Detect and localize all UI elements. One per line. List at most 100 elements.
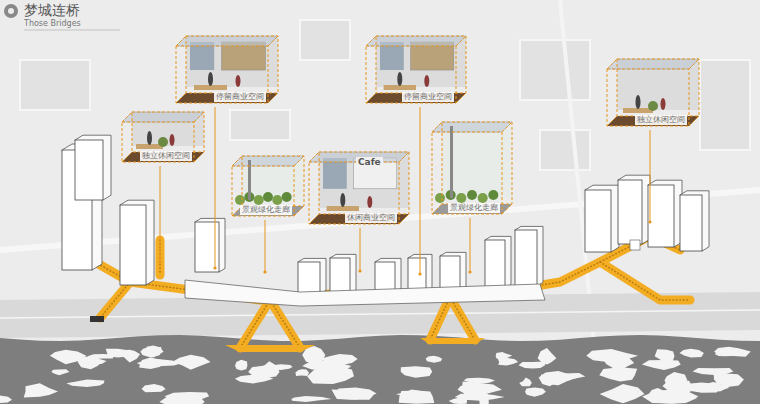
ice-patch [662,381,691,394]
frame-edge [232,156,304,216]
leader-line [420,107,421,274]
ice-patch [51,369,69,375]
glass-roof [122,112,204,122]
map-block [230,110,290,140]
planting [254,195,264,205]
building [485,240,505,288]
leader-dot [358,269,361,272]
kiosk [630,240,640,250]
sign-text: Cafe [356,157,383,167]
vignette-box: 景观绿化走廊 [428,118,516,218]
logo-icon [4,4,18,18]
leader-dot [213,266,216,269]
ice-patch [642,360,681,370]
river [0,335,760,404]
planting [488,190,498,200]
planting [282,192,292,202]
ice-patch [599,367,637,381]
space-label: 景观绿化走廊 [448,203,500,213]
leader-dot [158,260,161,263]
person [208,72,213,86]
bridge-walkway [430,297,450,340]
leader-dot [648,220,651,223]
vignette-box: 独立休闲空间 [118,108,208,166]
ice-patch [50,350,86,365]
ice-patch [24,383,58,397]
space-label: 独立休闲空间 [635,115,687,125]
frame-edge [309,152,409,224]
bridge-walkway [240,300,270,348]
ice-patch [146,346,163,358]
frame-front [122,122,194,162]
stair-landing [225,345,315,352]
space-label: 景观绿化走廊 [240,205,292,215]
vignette-box: 停留商业空间 [362,32,470,107]
building [75,135,111,200]
leader-dot [418,272,421,275]
frame-front [607,69,689,126]
space-label: 停留商业空间 [402,92,454,102]
floor [366,93,466,103]
ice-patch [399,390,435,403]
ice-patch [142,384,166,392]
ice-patch [704,382,721,391]
planting [648,101,658,111]
map-block [520,40,590,100]
person [661,98,666,110]
building [330,254,356,294]
person [340,193,345,207]
glass-roof [232,156,304,166]
ice-patch [600,384,645,403]
glass-roof [176,36,278,46]
floor [432,204,512,214]
leader-line [215,107,216,268]
space-label: 休闲商业空间 [345,213,397,223]
frame-edge [122,112,204,162]
ice-patch [680,349,704,358]
floor [309,214,409,224]
planting [456,193,466,203]
ice-patch [649,388,667,400]
building [515,230,537,286]
space-label: 独立休闲空间 [140,151,192,161]
leader-line [360,228,361,271]
bridge-texture [240,300,270,348]
frame-front [232,166,294,216]
frame-edge [176,36,278,103]
ice-patch [172,355,210,370]
leader-dot [263,270,266,273]
bridge-walkway [270,300,300,348]
person [397,72,402,86]
window [323,158,347,189]
glass-roof [432,122,512,132]
floor [232,206,304,216]
map-block [20,60,90,110]
ice-patch [655,349,675,364]
leader-line [265,220,266,272]
planting [158,137,168,147]
ice-patch [295,369,309,376]
leader-line [470,218,471,272]
frame-front [176,46,268,103]
frame-back [242,156,304,206]
building [330,258,350,294]
frame-front [309,162,399,224]
building [618,175,650,244]
building [75,140,103,200]
logo-icon [8,8,14,14]
frame-back [186,36,278,93]
map-block [300,20,350,60]
frame-back [442,122,512,204]
building [375,258,401,292]
planting [467,190,477,200]
ice-patch [426,356,443,363]
vignette-box: 停留商业空间 [172,32,282,107]
bridge-texture [270,300,300,348]
floor [607,116,699,126]
ice-patch [332,390,374,400]
person [147,131,152,145]
title-rule [24,30,120,31]
building [195,218,225,272]
bridge-texture [430,297,450,340]
